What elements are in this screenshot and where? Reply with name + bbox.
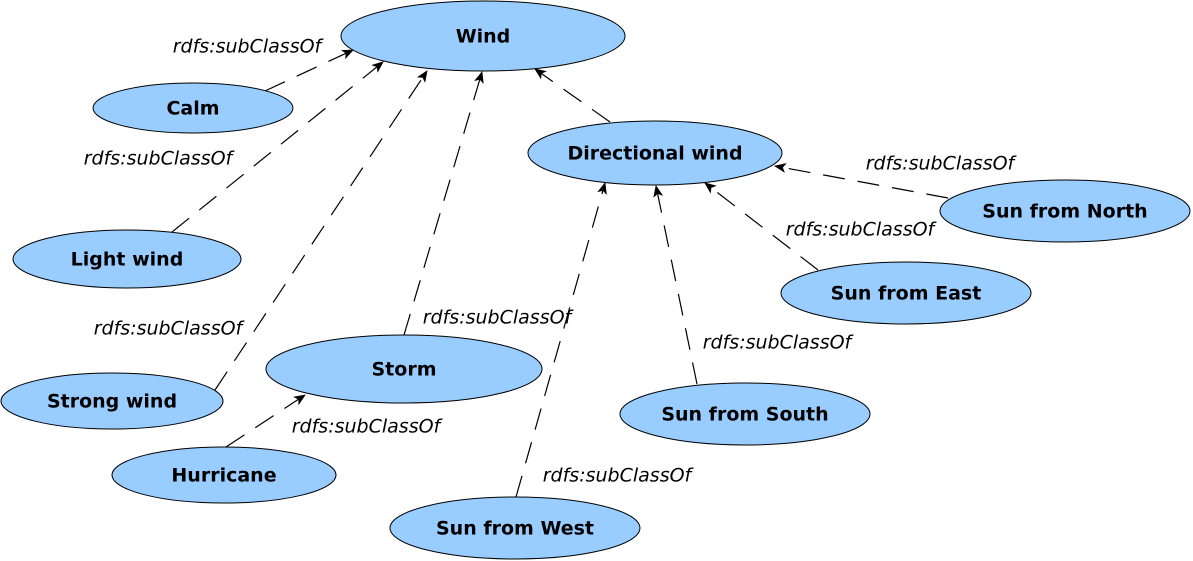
edge-label-west-to-directional: rdfs:subClassOf xyxy=(543,465,695,487)
node-ellipse-calm xyxy=(92,82,294,134)
node-label-north: Sun from North xyxy=(982,201,1147,223)
node-ellipse-west xyxy=(389,496,641,560)
edge-storm-to-wind xyxy=(403,71,484,336)
edge-north-to-directional xyxy=(774,163,949,199)
edges-layer xyxy=(171,49,949,498)
edge-strong-to-wind xyxy=(214,70,428,391)
edge-label-light-to-wind: rdfs:subClassOf xyxy=(84,148,236,170)
node-label-wind: Wind xyxy=(456,26,511,48)
node-north[interactable]: Sun from North xyxy=(939,179,1191,243)
edge-label-south-to-directional: rdfs:subClassOf xyxy=(703,332,855,354)
edge-label-east-to-directional: rdfs:subClassOf xyxy=(786,219,938,241)
node-wind[interactable]: Wind xyxy=(340,0,626,72)
node-hurricane[interactable]: Hurricane xyxy=(111,446,337,504)
node-storm[interactable]: Storm xyxy=(265,334,543,404)
edge-south-to-directional xyxy=(653,185,698,385)
node-label-light: Light wind xyxy=(71,249,184,271)
node-strong[interactable]: Strong wind xyxy=(0,372,224,430)
node-label-east: Sun from East xyxy=(831,283,982,305)
edge-hurricane-to-storm xyxy=(225,394,306,448)
edge-label-north-to-directional: rdfs:subClassOf xyxy=(866,153,1018,175)
node-light[interactable]: Light wind xyxy=(12,229,242,289)
edge-label-storm-to-wind: rdfs:subClassOf xyxy=(423,307,575,329)
node-east[interactable]: Sun from East xyxy=(780,261,1032,325)
node-label-hurricane: Hurricane xyxy=(171,465,276,487)
node-directional[interactable]: Directional wind xyxy=(527,120,783,186)
node-ellipse-strong xyxy=(0,372,224,430)
node-calm[interactable]: Calm xyxy=(92,82,294,134)
edge-east-to-directional xyxy=(704,182,819,271)
node-ellipse-hurricane xyxy=(111,446,337,504)
node-label-west: Sun from West xyxy=(436,518,594,540)
node-ellipse-wind xyxy=(340,0,626,72)
edge-label-hurricane-to-storm: rdfs:subClassOf xyxy=(292,416,444,438)
node-ellipse-storm xyxy=(265,334,543,404)
edge-light-to-wind xyxy=(171,61,384,233)
node-label-directional: Directional wind xyxy=(567,143,742,165)
edge-labels-layer: rdfs:subClassOf rdfs:subClassOf rdfs:subCl… xyxy=(84,36,1018,487)
node-west[interactable]: Sun from West xyxy=(389,496,641,560)
node-label-calm: Calm xyxy=(166,98,219,120)
node-label-south: Sun from South xyxy=(661,404,828,426)
node-label-storm: Storm xyxy=(372,359,437,381)
node-ellipse-light xyxy=(12,229,242,289)
node-ellipse-east xyxy=(780,261,1032,325)
node-ellipse-south xyxy=(619,382,871,446)
node-ellipse-directional xyxy=(527,120,783,186)
edge-label-strong-to-wind: rdfs:subClassOf xyxy=(94,318,246,340)
edge-west-to-directional xyxy=(515,182,607,498)
node-ellipse-north xyxy=(939,179,1191,243)
edge-calm-to-wind xyxy=(264,49,354,92)
node-label-strong: Strong wind xyxy=(47,391,177,413)
node-south[interactable]: Sun from South xyxy=(619,382,871,446)
edge-label-calm-to-wind: rdfs:subClassOf xyxy=(173,36,325,58)
edge-directional-to-wind xyxy=(534,68,611,123)
